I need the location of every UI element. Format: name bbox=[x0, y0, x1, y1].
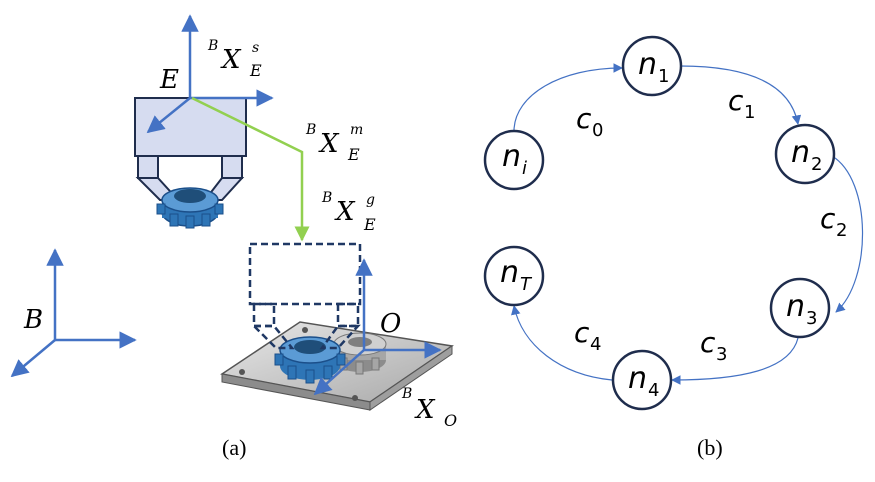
svg-text:X: X bbox=[334, 197, 356, 227]
edge-c3 bbox=[671, 337, 799, 385]
label-pose-goal: B X g E bbox=[321, 190, 376, 234]
svg-text:c: c bbox=[576, 102, 592, 135]
svg-text:T: T bbox=[520, 274, 533, 295]
node-n1: n 1 bbox=[621, 35, 683, 97]
svg-text:i: i bbox=[522, 158, 527, 179]
edge-label-c0: c 0 bbox=[576, 102, 603, 141]
svg-text:B: B bbox=[207, 38, 218, 54]
svg-text:n: n bbox=[502, 139, 521, 174]
svg-text:n: n bbox=[791, 135, 810, 170]
svg-text:B: B bbox=[401, 386, 412, 402]
svg-text:E: E bbox=[249, 61, 262, 80]
base-frame bbox=[10, 248, 137, 378]
edge-label-c4: c 4 bbox=[574, 316, 601, 355]
edge-c1 bbox=[679, 65, 802, 125]
approach-path bbox=[191, 96, 310, 242]
end-effector-label: E bbox=[159, 65, 179, 95]
svg-text:B: B bbox=[321, 190, 332, 206]
edge-c4 bbox=[511, 305, 613, 381]
caption-b: (b) bbox=[697, 435, 723, 460]
svg-text:1: 1 bbox=[658, 66, 669, 87]
svg-text:c: c bbox=[820, 202, 836, 235]
panel-a: B E bbox=[10, 14, 457, 460]
edge-c0 bbox=[513, 63, 623, 131]
svg-text:c: c bbox=[574, 316, 590, 349]
svg-text:4: 4 bbox=[590, 334, 601, 355]
label-pose-start: B X s E bbox=[207, 38, 262, 80]
label-pose-middle: B X m E bbox=[305, 122, 363, 164]
svg-text:2: 2 bbox=[811, 154, 822, 175]
svg-text:X: X bbox=[414, 395, 436, 425]
svg-text:4: 4 bbox=[648, 380, 659, 401]
gripper-top bbox=[134, 97, 247, 201]
svg-text:0: 0 bbox=[592, 120, 603, 141]
svg-text:X: X bbox=[220, 45, 242, 75]
base-frame-label: B bbox=[23, 305, 43, 335]
svg-text:n: n bbox=[638, 47, 657, 82]
svg-text:m: m bbox=[350, 122, 363, 138]
object-frame bbox=[313, 258, 442, 396]
node-n2: n 2 bbox=[774, 123, 836, 185]
node-n3: n 3 bbox=[769, 277, 831, 339]
gear-held bbox=[156, 187, 224, 229]
svg-text:E: E bbox=[347, 145, 360, 164]
caption-a: (a) bbox=[222, 435, 246, 460]
svg-text:O: O bbox=[444, 411, 457, 430]
label-object-pose: B X O bbox=[401, 386, 457, 430]
svg-text:n: n bbox=[628, 361, 647, 396]
svg-text:3: 3 bbox=[806, 308, 817, 329]
svg-text:2: 2 bbox=[836, 220, 847, 241]
svg-text:n: n bbox=[500, 255, 519, 290]
edge-c2 bbox=[831, 155, 864, 313]
svg-text:g: g bbox=[366, 192, 375, 208]
svg-text:1: 1 bbox=[744, 102, 755, 123]
node-n4: n 4 bbox=[611, 349, 673, 411]
svg-text:E: E bbox=[363, 215, 376, 234]
svg-text:B: B bbox=[305, 122, 316, 138]
svg-text:c: c bbox=[700, 326, 716, 359]
node-ni: n i bbox=[483, 129, 545, 191]
edge-label-c3: c 3 bbox=[700, 326, 727, 365]
panel-b: n i n 1 n 2 n 3 n 4 n T c bbox=[483, 35, 864, 460]
svg-text:n: n bbox=[786, 289, 805, 324]
svg-text:3: 3 bbox=[716, 344, 727, 365]
svg-text:s: s bbox=[252, 40, 259, 56]
svg-text:c: c bbox=[728, 84, 744, 117]
edge-label-c1: c 1 bbox=[728, 84, 755, 123]
svg-text:X: X bbox=[318, 129, 340, 159]
gripper-goal-dashed bbox=[248, 242, 362, 350]
end-effector-frame bbox=[146, 14, 274, 134]
edge-label-c2: c 2 bbox=[820, 202, 847, 241]
gear-placed bbox=[274, 336, 346, 384]
object-frame-label: O bbox=[380, 309, 401, 339]
node-nT: n T bbox=[483, 245, 545, 307]
gear-fixed bbox=[333, 332, 387, 375]
